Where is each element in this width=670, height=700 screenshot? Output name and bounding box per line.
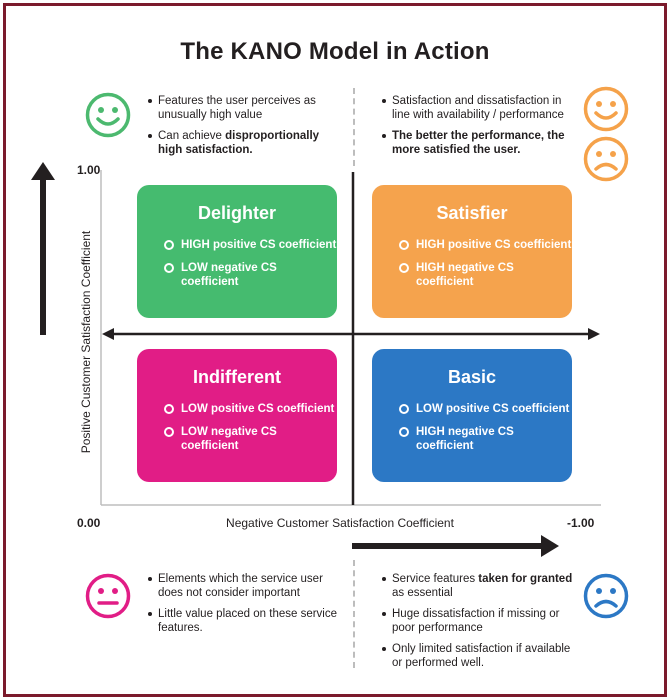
quadrant-item: LOW positive CS coefficient	[137, 402, 337, 416]
up-arrow-icon	[30, 162, 56, 342]
delighter-note: Features the user perceives as unusually…	[146, 94, 346, 164]
quadrant-item: LOW negative CS coefficient	[137, 425, 337, 453]
quadrant-item: HIGH negative CS coefficient	[372, 425, 572, 453]
quadrant-title: Basic	[447, 367, 497, 387]
happy-face-icon	[85, 92, 131, 138]
sad-face-icon	[583, 136, 629, 182]
happy-face-icon	[583, 86, 629, 132]
sad-face-icon	[583, 573, 629, 619]
indifferent-note: Elements which the service user does not…	[146, 572, 346, 642]
satisfier-quadrant: Satisfier HIGH positive CS coefficient H…	[372, 185, 572, 318]
page-title: The KANO Model in Action	[180, 38, 490, 65]
basic-note: Service features taken for granted as es…	[380, 572, 580, 677]
divider-bottom	[353, 560, 355, 668]
note-bullet: Satisfaction and dissatisfaction in line…	[380, 94, 580, 122]
quadrant-item: HIGH positive CS coefficient	[137, 238, 337, 252]
page-frame	[3, 3, 667, 697]
note-bullet: Little value placed on these service fea…	[146, 607, 346, 635]
y-axis-top-tick: 1.00	[77, 163, 101, 177]
quadrant-item: LOW negative CS coefficient	[137, 261, 337, 289]
note-bullet: Elements which the service user does not…	[146, 572, 346, 600]
note-bullet: The better the performance, the more sat…	[380, 129, 580, 157]
origin-tick: 0.00	[77, 516, 101, 530]
y-axis-label: Positive Customer Satisfaction Coefficie…	[79, 230, 93, 454]
satisfier-note: Satisfaction and dissatisfaction in line…	[380, 94, 580, 164]
basic-quadrant: Basic LOW positive CS coefficient HIGH n…	[372, 349, 572, 482]
x-axis-right-tick: -1.00	[567, 516, 595, 530]
quadrant-title: Indifferent	[193, 367, 281, 387]
note-bullet: Huge dissatisfaction if missing or poor …	[380, 607, 580, 635]
quadrant-item: HIGH negative CS coefficient	[372, 261, 572, 289]
divider-top	[353, 88, 355, 166]
note-bullet: Can achieve disproportionally high satis…	[146, 129, 346, 157]
quadrant-item: LOW positive CS coefficient	[372, 402, 572, 416]
quadrant-title: Delighter	[197, 203, 276, 223]
indifferent-quadrant: Indifferent LOW positive CS coefficient …	[137, 349, 337, 482]
neutral-face-icon	[85, 573, 131, 619]
axis-lines	[100, 170, 601, 506]
x-axis-label: Negative Customer Satisfaction Coefficie…	[226, 516, 454, 530]
note-bullet: Only limited satisfaction if available o…	[380, 642, 580, 670]
delighter-quadrant: Delighter HIGH positive CS coefficient L…	[137, 185, 337, 318]
quadrant-title: Satisfier	[436, 203, 508, 223]
note-bullet: Features the user perceives as unusually…	[146, 94, 346, 122]
note-bullet: Service features taken for granted as es…	[380, 572, 580, 600]
right-arrow-icon	[352, 534, 560, 563]
quadrant-item: HIGH positive CS coefficient	[372, 238, 572, 252]
